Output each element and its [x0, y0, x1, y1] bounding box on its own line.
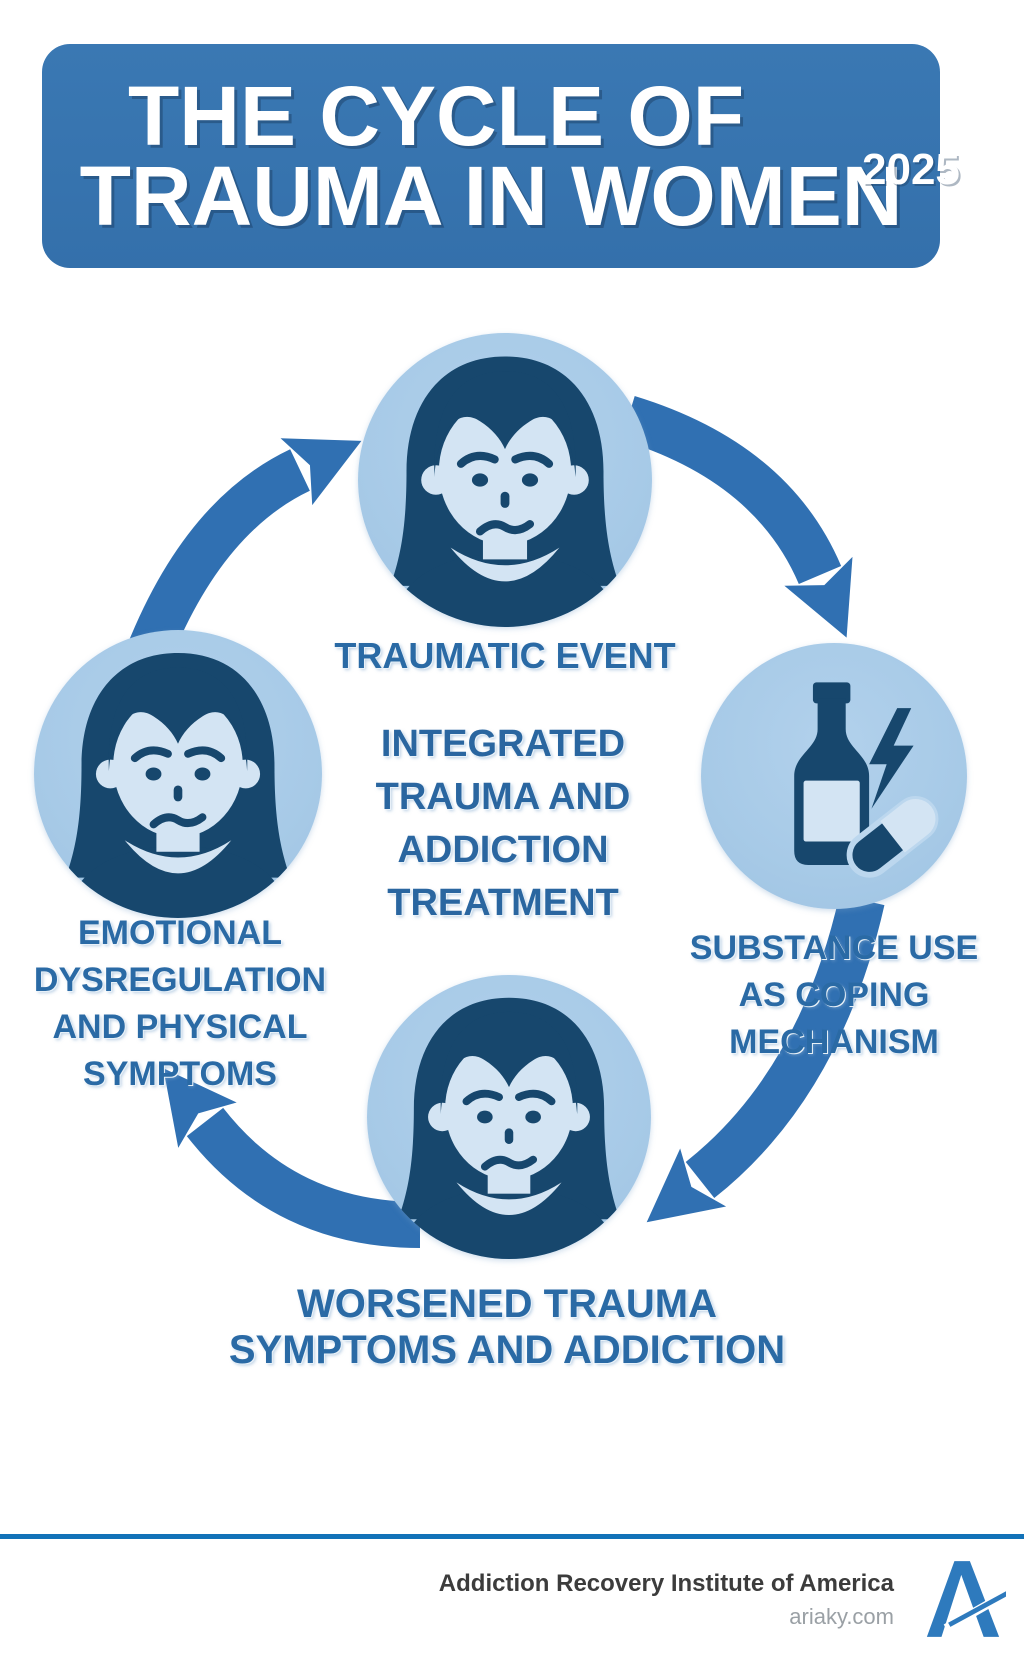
sad-woman-icon — [358, 333, 652, 627]
node-emotional-dysregulation — [34, 630, 322, 918]
header-banner: THE CYCLE OF TRAUMA IN WOMEN 2025 — [42, 44, 960, 268]
year-label: 2025 — [862, 145, 960, 194]
center-text-line1: INTEGRATED — [380, 723, 626, 765]
label-worsened-trauma: WORSENED TRAUMA SYMPTOMS AND ADDICTION — [228, 1282, 786, 1372]
center-text-line2: TRAUMA AND — [375, 776, 631, 818]
node-substance-use — [701, 643, 967, 909]
node-worsened-trauma — [367, 975, 651, 1259]
node-traumatic-event — [358, 333, 652, 627]
arrow-left-to-top — [128, 438, 362, 659]
label-traumatic-event: TRAUMATIC EVENT — [334, 635, 676, 676]
organization-name: Addiction Recovery Institute of America — [438, 1570, 894, 1597]
aria-a-logo — [920, 1556, 1006, 1642]
center-treatment-text: INTEGRATED TRAUMA AND ADDICTION TREATMEN… — [343, 718, 663, 930]
sad-woman-icon — [367, 975, 651, 1259]
website-url: ariaky.com — [789, 1604, 894, 1629]
center-text-line4: TREATMENT — [387, 882, 619, 924]
page-title-line1: THE CYCLE OF — [127, 69, 744, 163]
center-text-line3: ADDICTION — [397, 829, 609, 871]
alcohol-bottle-pill-icon — [701, 643, 967, 909]
arrow-bottom-to-left — [163, 1068, 421, 1248]
page-title-line2: TRAUMA IN WOMEN — [79, 149, 903, 243]
label-substance-use: SUBSTANCE USE AS COPING MECHANISM — [689, 929, 979, 1061]
arrow-right-to-bottom — [646, 894, 885, 1223]
footer-divider — [0, 1534, 1024, 1539]
arrow-top-to-right — [621, 396, 853, 638]
label-emotional-dysregulation: EMOTIONAL DYSREGULATION AND PHYSICAL SYM… — [33, 914, 327, 1093]
